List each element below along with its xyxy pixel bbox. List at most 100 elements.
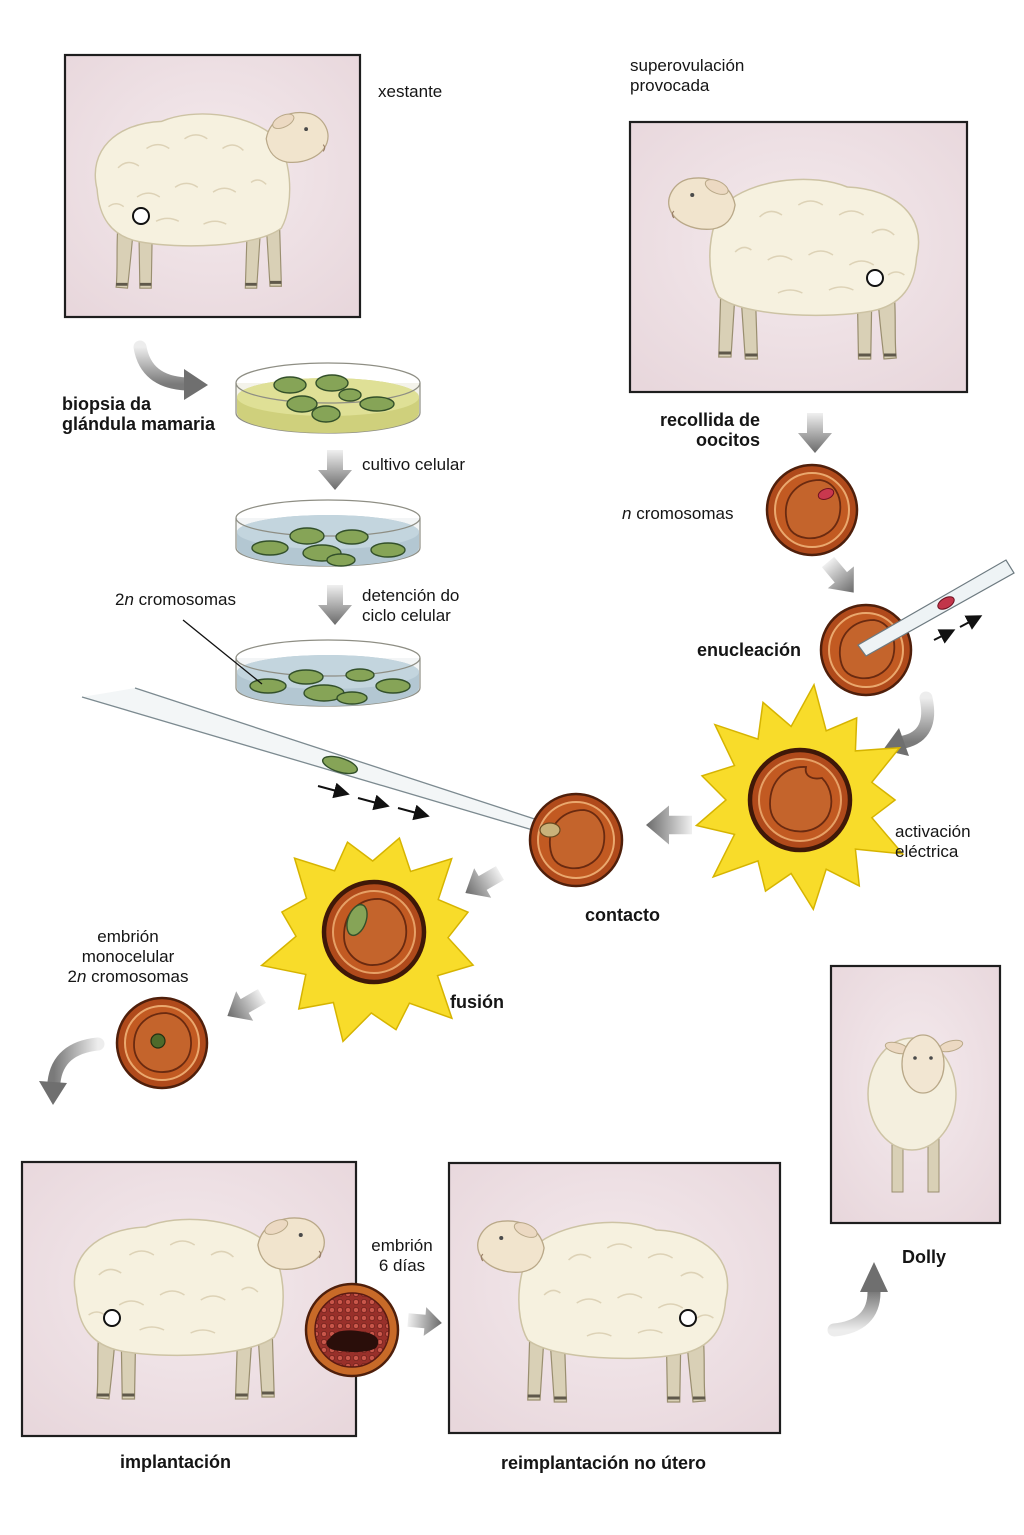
reimplantation-label: reimplantación no útero [501,1453,707,1473]
cell [273,376,307,394]
oocyte-nucleus [817,488,835,500]
injection-arrow [357,794,390,811]
cell [338,388,362,402]
ploidy-symbol: n [76,967,87,986]
electric-activation-label: activación eléctrica [895,822,971,862]
lamb-eye-left [913,1056,917,1060]
cell [359,396,395,412]
surrogate-sheep-uterus-marker [679,1309,697,1327]
arrow-shaft [47,1037,105,1089]
activated-oocyte [747,747,853,853]
petri-dish-cycle-arrest [235,639,421,707]
donor-cell-pipette [81,687,557,837]
biopsy-label-line2: glándula mamaria [62,414,216,434]
fused-oocyte [321,879,427,985]
arrow-to-one-cell-embryo [218,981,271,1031]
oocyte-donor-ovary-marker [866,269,884,287]
lamb-eye-right [929,1056,933,1060]
electric-activation-label-line1: activación [895,822,971,841]
diploid-chromosomes-label: 2n cromosomas [115,590,236,610]
arrow-shaft [827,1285,881,1337]
pipette-tube [857,559,1015,657]
cell-culture-label: cultivo celular [362,455,465,474]
one-cell-embryo [115,996,209,1090]
six-day-embryo-label-line2: 6 días [378,1256,426,1275]
biopsy-label-line1: biopsia da [62,394,152,414]
fused-donor-cell [346,903,368,937]
dolly-label: Dolly [902,1247,947,1267]
one-cell-embryo-label-line2: monocelular [81,947,175,966]
blastocyst-cells [314,1292,390,1368]
injection-arrow [397,804,430,821]
cell [375,678,411,694]
pipette-tube [82,688,556,836]
six-day-embryo-label-line1: embrión [371,1236,433,1255]
arrow-head [184,369,208,400]
one-cell-embryo-label-line1: embrión [97,927,159,946]
cell [249,678,287,694]
cell [335,529,369,545]
cell [289,527,325,545]
ploidy-symbol: n [622,504,632,523]
oocyte-collection-label: recollida de oocitos [600,410,760,450]
mammary-cells [273,374,395,423]
electric-activation-label-line2: eléctrica [895,842,959,861]
one-cell-embryo-label: embrión monocelular 2n cromosomas [40,927,216,987]
arrow-head [39,1081,67,1105]
curved-arrow-dolly [827,1262,888,1337]
fusion-label: fusión [450,992,504,1012]
cycle-arrest-label: detención do ciclo celular [362,586,459,626]
inner-cell-mass [326,1330,379,1352]
biopsy-label: biopsia da glándula mamaria [62,394,215,434]
injection-arrow [317,782,350,799]
diploid-label-leader-line [182,619,263,685]
oocyte-cytoplasm [769,766,833,833]
enucleation-label: enucleación [697,640,802,660]
cell [326,553,356,567]
enucleation-pipette [857,559,1015,657]
chromosome-word: cromosomas [86,967,189,986]
cell [311,405,341,423]
dish-rim [235,639,421,677]
donor-cell-contact [539,822,561,838]
diploid-nucleus [150,1033,166,1049]
oocyte-collection-label-line2: oocitos [695,430,760,450]
cell [286,395,318,413]
suction-arrow [959,615,983,630]
dish-rim [235,499,421,537]
arrow-to-cycle-arrest [318,585,352,625]
superovulation-label: superovulación provocada [630,56,744,96]
arrow-to-fusion [456,858,509,908]
contact-label: contacto [585,905,661,925]
arrow-to-oocyte [798,413,832,453]
petri-dish-biopsy [235,362,421,434]
arrow-to-enucleation [814,551,867,604]
curved-arrow-activation [883,691,935,756]
implantation-label: implantación [120,1452,232,1472]
superovulation-label-line1: superovulación [630,56,745,75]
chromosome-word: cromosomas [133,590,236,609]
cycle-arrest-label-line2: ciclo celular [362,606,451,625]
cell [336,691,368,705]
ploidy-symbol: n [124,590,134,609]
donor-sheep-udder-marker [132,207,150,225]
six-day-embryo-label: embrión 6 días [347,1236,457,1276]
collected-oocyte [765,463,859,557]
chromosome-word: cromosomas [631,504,734,523]
pipette-wall-upper [134,687,557,827]
arrow-to-surrogate [406,1305,444,1338]
cycle-arrest-label-line1: detención do [362,586,460,605]
donor-cell-in-pipette [321,755,359,775]
lamb-head [901,1034,945,1094]
chromosome-multiplier: 2 [115,590,125,609]
suction-arrow [933,629,956,644]
cell [315,374,349,392]
arrow-shaft [897,691,935,749]
cultured-cells [251,527,406,567]
petri-dish-cell-culture [235,499,421,567]
chromosome-multiplier: 2 [67,967,77,986]
arrested-cells [249,668,411,705]
curved-arrow-implantation [39,1037,105,1105]
